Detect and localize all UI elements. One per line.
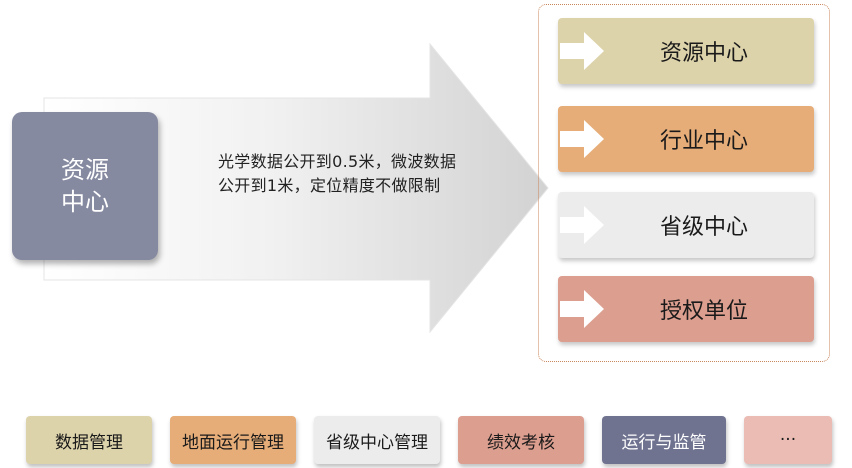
provincial-center-management-button[interactable]: 省级中心管理 [314,416,440,464]
destination-container [538,4,830,362]
destination-label: 资源中心 [659,41,748,66]
destination-provincial-center: 省级中心 [558,192,814,258]
destination-authorized-unit: 授权单位 [558,276,814,342]
operation-supervision-button[interactable]: 运行与监管 [602,416,726,464]
destination-resource-center: 资源中心 [558,18,814,84]
right-arrow-icon [560,290,604,328]
destination-industry-center: 行业中心 [558,106,814,172]
source-line-2: 中心 [61,188,109,216]
ground-operation-management-button[interactable]: 地面运行管理 [170,416,296,464]
arrow-description: 光学数据公开到0.5米，微波数据公开到1米，定位精度不做限制 [218,152,457,195]
source-line-1: 资源 [61,156,109,184]
data-management-button[interactable]: 数据管理 [26,416,152,464]
destination-label: 省级中心 [659,215,748,240]
right-arrow-icon [560,120,604,158]
destination-label: 行业中心 [659,129,748,154]
source-center-box: 资源 中心 [12,112,158,260]
more-button[interactable]: ··· [744,416,832,464]
right-arrow-icon [560,206,604,244]
right-arrow-icon [560,32,604,70]
performance-assessment-button[interactable]: 绩效考核 [458,416,584,464]
destination-label: 授权单位 [659,299,748,324]
